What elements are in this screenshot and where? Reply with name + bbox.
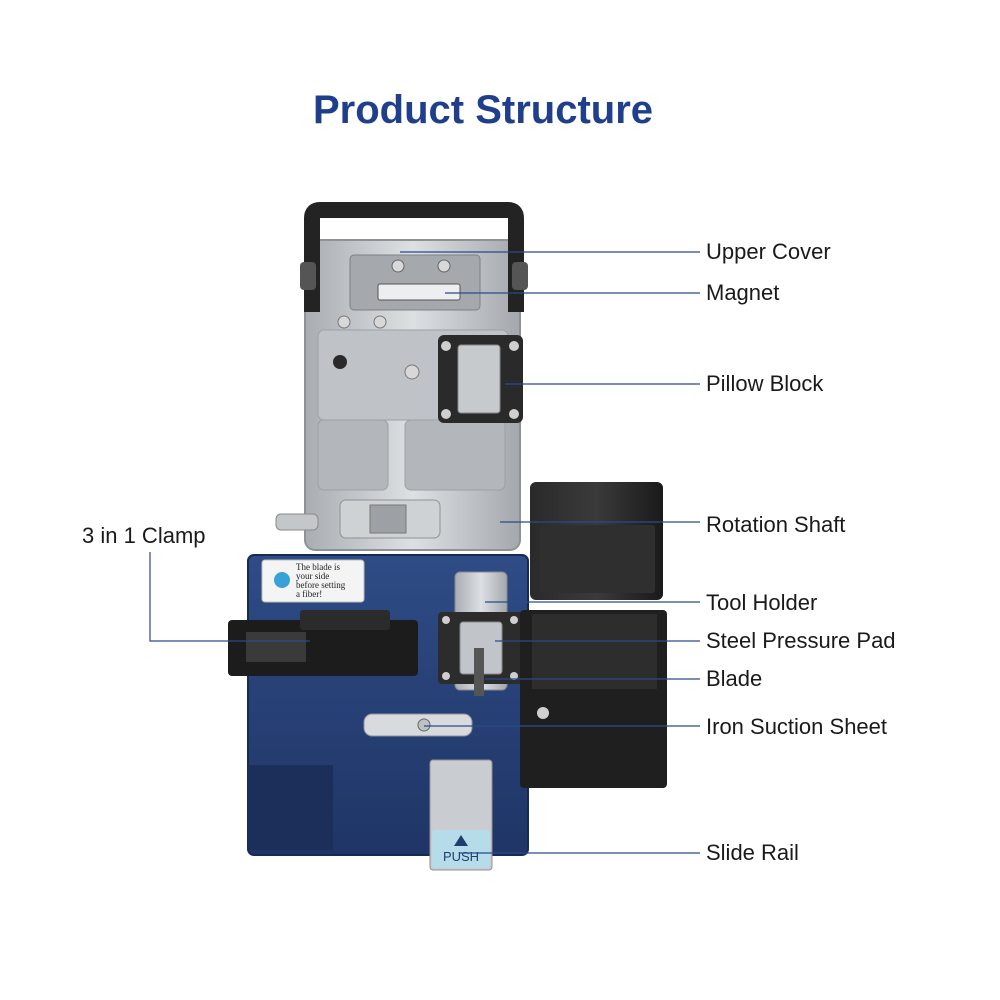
page-title: Product Structure — [312, 88, 654, 132]
slide-rail — [429, 759, 493, 871]
pillow-block — [438, 335, 523, 423]
label-blade: Blade — [706, 666, 763, 691]
label-clamp: 3 in 1 Clamp — [82, 523, 206, 548]
clamp — [228, 610, 418, 676]
label-slide-rail: Slide Rail — [706, 840, 799, 865]
label-pillow-block: Pillow Block — [706, 371, 824, 396]
label-steel-pressure-pad: Steel Pressure Pad — [706, 628, 896, 653]
sticker-line: The blade is — [296, 562, 340, 572]
leader-clamp — [149, 552, 310, 642]
label-tool-holder: Tool Holder — [706, 590, 818, 615]
sticker-line: a fiber! — [296, 589, 322, 599]
label-iron-suction-sheet: Iron Suction Sheet — [706, 714, 888, 739]
cover-handle — [300, 202, 528, 312]
magnet — [349, 254, 481, 311]
sticker-line: before setting — [296, 580, 346, 590]
leader-lines — [149, 251, 700, 854]
label-magnet: Magnet — [706, 280, 780, 305]
sticker-line: your side — [296, 571, 329, 581]
scrap-box — [520, 482, 667, 788]
rotation-shaft — [275, 499, 441, 539]
label-rotation-shaft: Rotation Shaft — [706, 512, 846, 537]
label-upper-cover: Upper Cover — [706, 239, 831, 264]
warning-sticker: The blade is your side before setting a … — [296, 562, 346, 599]
iron-suction-sheet — [363, 713, 473, 737]
push-label: PUSH — [443, 849, 479, 864]
